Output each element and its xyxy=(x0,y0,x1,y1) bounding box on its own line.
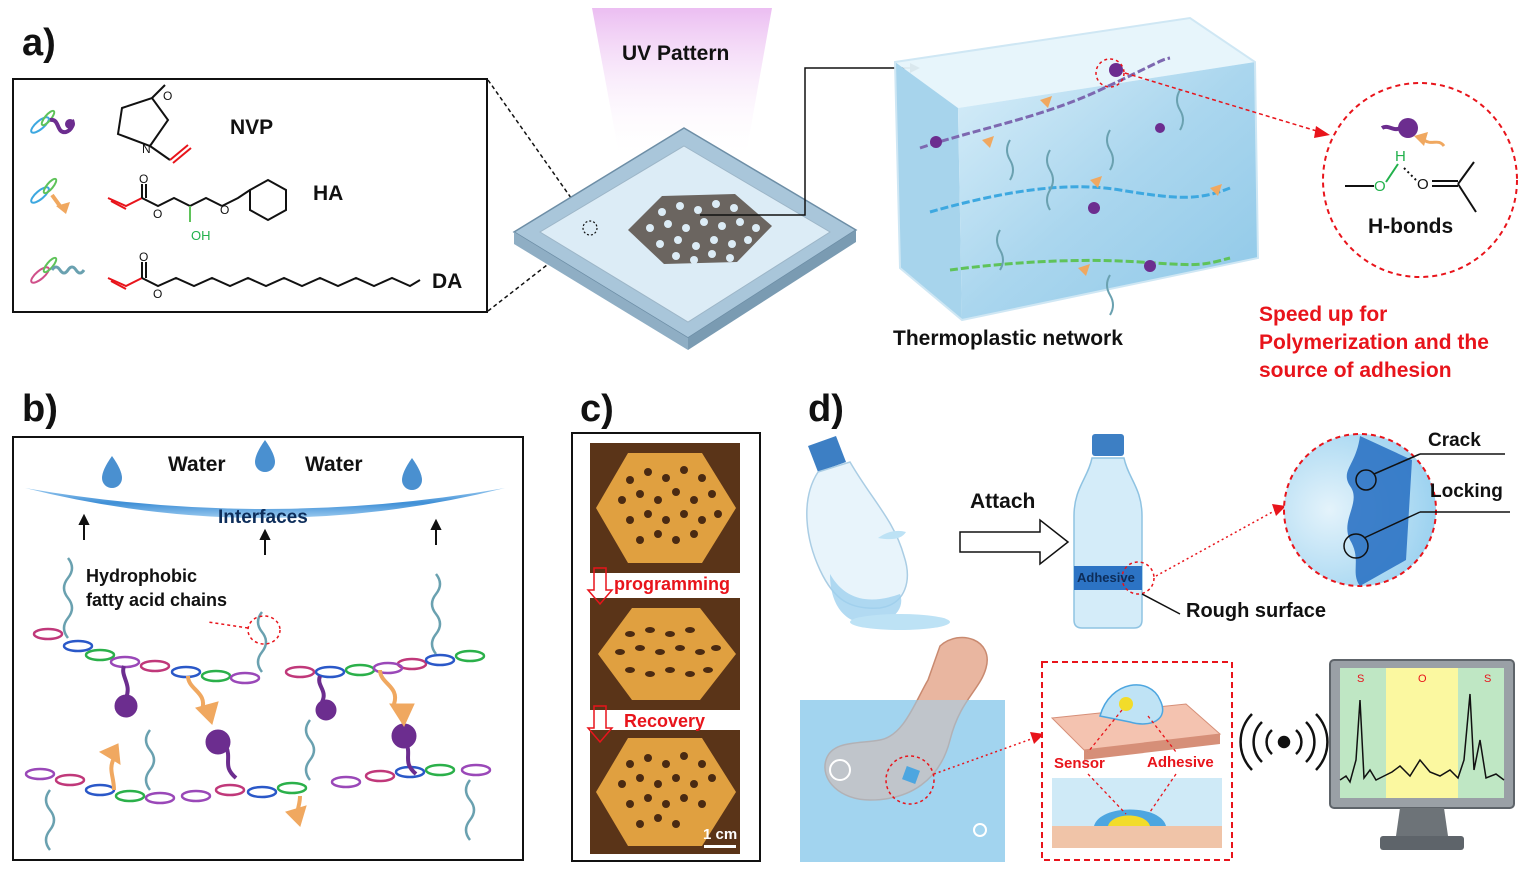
gel-cube xyxy=(893,16,1260,322)
panel-b-box xyxy=(12,436,524,861)
monitor-letter-2: O xyxy=(1418,673,1427,685)
rough-surface-label: Rough surface xyxy=(1186,600,1327,622)
wireless-icon xyxy=(1239,713,1329,771)
adhesive-label: Adhesive xyxy=(1147,754,1214,771)
backbone-chains xyxy=(24,627,492,805)
ha-icon xyxy=(30,177,70,214)
crack-label: Crack xyxy=(1428,430,1481,451)
monitor-letter-3: S xyxy=(1484,673,1492,685)
crack-circle xyxy=(1283,433,1510,587)
svg-text:O: O xyxy=(153,287,162,301)
pouring-bottle xyxy=(806,436,950,630)
scale-label: 1 cm xyxy=(703,826,738,843)
panel-c-letter: c) xyxy=(580,388,614,430)
panel-d-letter: d) xyxy=(808,388,844,430)
nvp-icon xyxy=(30,109,75,135)
hbond-label: H-bonds xyxy=(1368,215,1454,238)
ha-structure xyxy=(107,178,287,222)
oh-label: OH xyxy=(191,228,211,243)
hbond-circle xyxy=(1322,82,1518,278)
svg-text:O: O xyxy=(220,203,229,217)
hbond-atom-o2: O xyxy=(1417,176,1429,193)
chains-label-1: Hydrophobic xyxy=(86,566,197,586)
fatty-chains xyxy=(44,557,476,851)
uv-pattern-label: UV Pattern xyxy=(622,42,730,65)
adhesive-band-label: Adhesive xyxy=(1077,570,1135,585)
note-line-2: Polymerization and the xyxy=(1259,331,1489,354)
orange-groups xyxy=(98,669,415,827)
programming-label: programming xyxy=(614,574,731,594)
da-structure xyxy=(107,262,421,290)
sensor-detail xyxy=(1041,661,1233,861)
water-right-label: Water xyxy=(305,453,363,476)
water-left-label: Water xyxy=(168,453,226,476)
svg-text:O: O xyxy=(139,172,148,186)
uv-glow xyxy=(592,8,772,160)
da-label: DA xyxy=(432,270,463,293)
hbond-atom-h: H xyxy=(1395,148,1406,165)
locking-label: Locking xyxy=(1430,481,1503,502)
mold-tray xyxy=(512,127,858,350)
recovery-label: Recovery xyxy=(624,711,706,731)
svg-text:O: O xyxy=(163,89,172,103)
photo-3 xyxy=(590,730,740,854)
photo-1 xyxy=(590,443,740,573)
da-icon xyxy=(30,256,86,284)
panel-b-letter: b) xyxy=(22,388,58,430)
hbond-atom-o1: O xyxy=(1374,178,1386,195)
arm-in-water xyxy=(800,636,1005,862)
photo-2 xyxy=(590,598,740,710)
chains-label-2: fatty acid chains xyxy=(86,590,228,610)
svg-text:O: O xyxy=(139,250,148,264)
note-line-3: source of adhesion xyxy=(1259,359,1452,382)
interface-band xyxy=(25,488,505,518)
nvp-structure xyxy=(116,84,192,164)
interfaces-label: Interfaces xyxy=(218,507,308,528)
sensor-label: Sensor xyxy=(1054,755,1105,772)
upright-bottle xyxy=(1073,434,1181,629)
network-label: Thermoplastic network xyxy=(893,327,1123,350)
svg-text:O: O xyxy=(153,207,162,221)
note-line-1: Speed up for xyxy=(1259,303,1388,326)
purple-groups xyxy=(114,665,418,780)
water-drops xyxy=(102,440,422,490)
nvp-label: NVP xyxy=(230,116,274,139)
process-arrows xyxy=(586,567,614,744)
ha-label: HA xyxy=(313,182,344,205)
monitor-letter-1: S xyxy=(1357,673,1365,685)
svg-text:N: N xyxy=(142,142,151,156)
monitor xyxy=(1329,659,1515,850)
attach-label: Attach xyxy=(970,490,1036,513)
panel-a-letter: a) xyxy=(22,22,56,64)
attach-arrow xyxy=(959,518,1070,566)
